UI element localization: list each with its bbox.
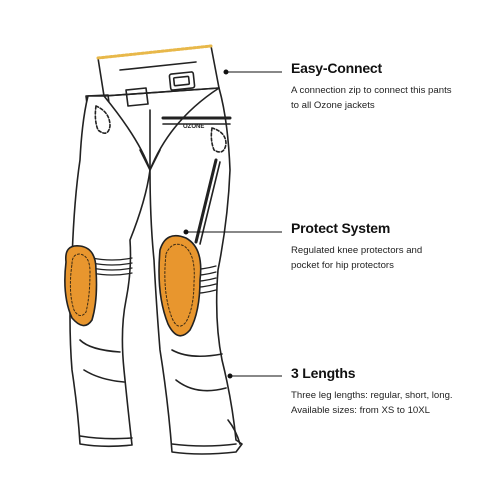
leader-lines bbox=[183, 69, 282, 379]
feature-3-lengths: 3 Lengths Three leg lengths: regular, sh… bbox=[291, 365, 491, 418]
thigh-zip bbox=[194, 158, 218, 244]
feature-title: 3 Lengths bbox=[291, 365, 356, 381]
feature-protect-system: Protect System Regulated knee protectors… bbox=[291, 220, 491, 273]
feature-description: A connection zip to connect this pants t… bbox=[291, 85, 452, 111]
left-leg bbox=[69, 95, 151, 448]
feature-title: Protect System bbox=[291, 220, 391, 236]
brand-logo: OZONE bbox=[183, 124, 204, 130]
belt-buckle bbox=[168, 71, 196, 91]
easy-connect-zip-icon bbox=[96, 44, 213, 60]
feature-description: Three leg lengths: regular, short, long.… bbox=[291, 390, 453, 416]
pants-illustration: OZONE bbox=[64, 44, 243, 455]
feature-description: Regulated knee protectors and pocket for… bbox=[291, 245, 423, 271]
feature-easy-connect: Easy-Connect A connection zip to connect… bbox=[291, 60, 491, 113]
hip-protector-icon bbox=[94, 105, 111, 134]
feature-title: Easy-Connect bbox=[291, 60, 382, 76]
knee-protector-icon bbox=[64, 245, 98, 327]
